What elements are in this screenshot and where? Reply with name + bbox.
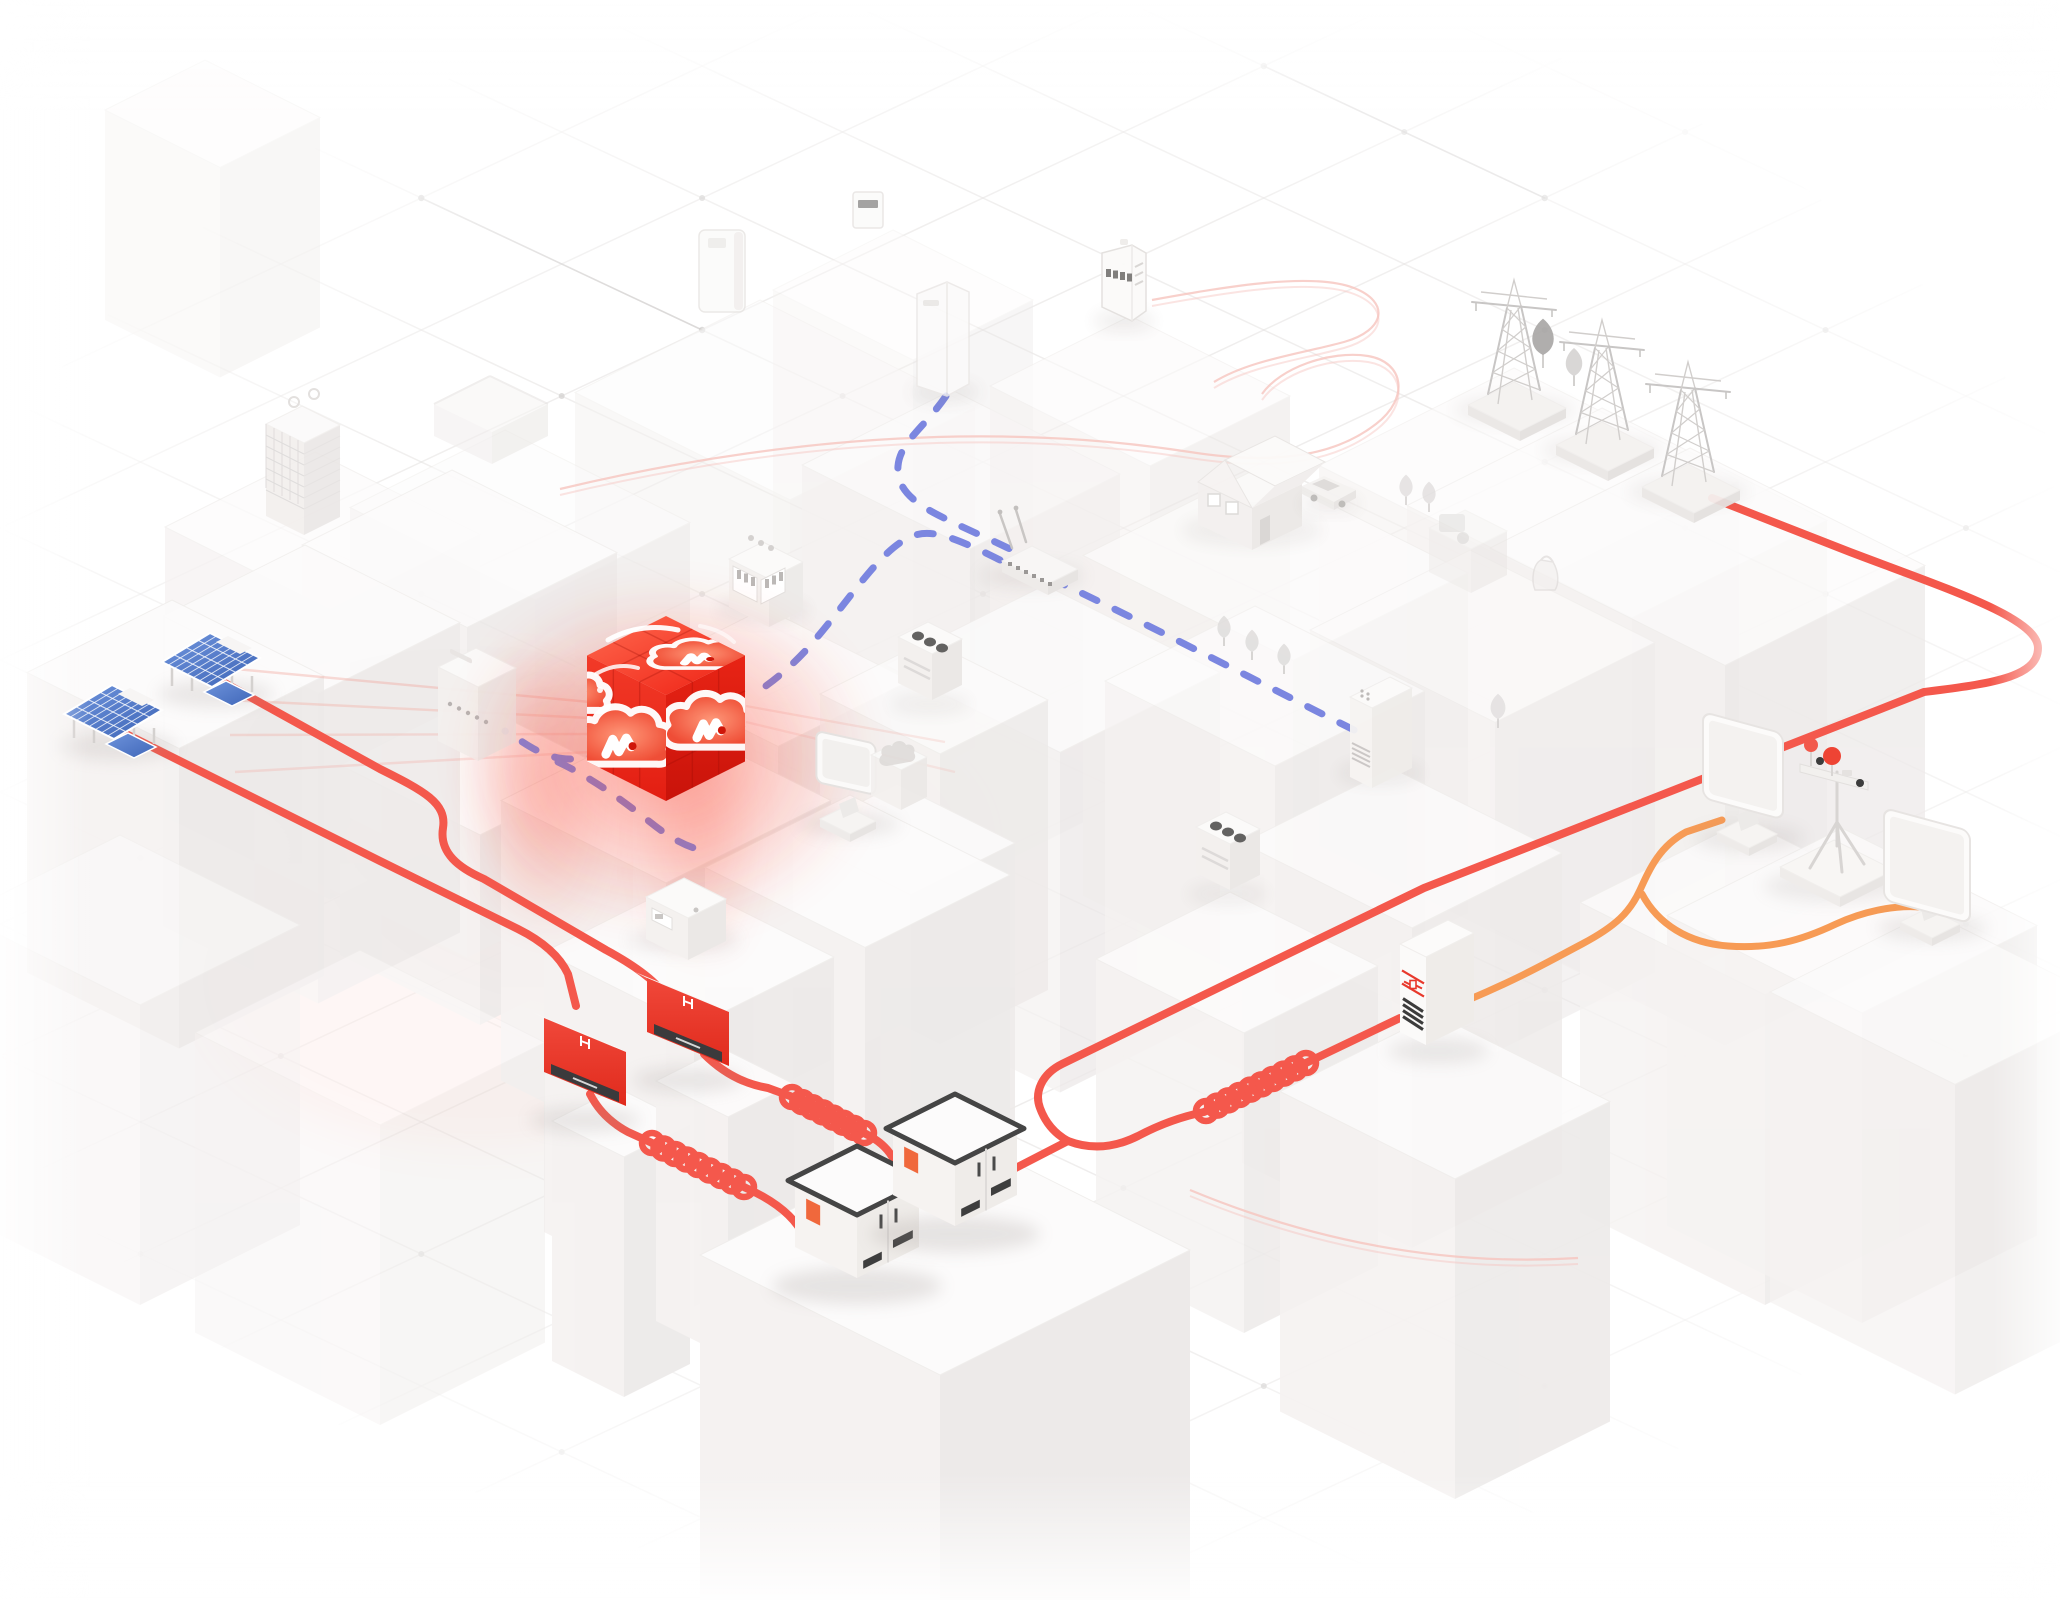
- devices: [60, 191, 1987, 1304]
- tree-light-5: [1399, 474, 1413, 505]
- house: [1182, 435, 1327, 550]
- red-line-junction-to-h-device: [1064, 1014, 1404, 1151]
- transmission-tower-1: [1454, 277, 1574, 441]
- battery-cabinet-2: [870, 1091, 1040, 1252]
- tree-light-4: [1277, 643, 1291, 674]
- boiler: [698, 229, 746, 313]
- tripod-balance: [1764, 738, 1904, 907]
- tree-light-2: [1217, 615, 1231, 646]
- transmission-tower-3: [1628, 359, 1748, 523]
- tree-light-1: [1565, 348, 1583, 386]
- office-building: [264, 388, 342, 535]
- inverter-2: [633, 972, 743, 1092]
- battery-cabinet-1: [772, 1143, 942, 1304]
- transmission-tower-2: [1542, 317, 1662, 481]
- orange-line-branch-to-monitor2: [1638, 890, 1924, 951]
- kettle: [1532, 555, 1559, 591]
- solar-array-2: [158, 631, 274, 708]
- dial-meter-2: [1188, 811, 1268, 904]
- dashed-line-router-to-battery-tower: [1046, 574, 1370, 740]
- car: [1300, 476, 1360, 512]
- mini-meter: [852, 191, 884, 229]
- orange-line-h-device-to-whiteboard: [1464, 816, 1726, 1004]
- red-line-inverter2-to-cabinet2: [700, 1050, 901, 1180]
- dashed-line-router-to-cube: [746, 529, 1004, 701]
- h-energy-device: [1388, 919, 1488, 1063]
- platform-bottom-left-2: [193, 949, 547, 1425]
- battery-tower: [1338, 676, 1422, 788]
- cloud-cube: [456, 581, 876, 931]
- safe-box: [629, 877, 739, 960]
- tree-dark-1: [1532, 318, 1554, 368]
- tree-light-6: [1422, 481, 1436, 512]
- inverter-1: [530, 1012, 640, 1132]
- red-line-solar1-to-inverter1: [106, 722, 580, 1010]
- side-monitor: [1877, 809, 1987, 946]
- wifi-router: [980, 505, 1084, 595]
- whiteboard-screen: [1694, 713, 1804, 856]
- power-line-meter-loop: [1151, 279, 1380, 383]
- barn: [433, 375, 549, 464]
- tree-light-7: [1490, 693, 1506, 728]
- power-line-bottom-right: [1189, 1188, 1579, 1261]
- cloud-box: [869, 740, 929, 810]
- machine: [1427, 509, 1509, 593]
- dial-meter-1: [890, 621, 970, 714]
- platform-h-device: [1278, 1013, 1612, 1499]
- heat-pump: [911, 281, 979, 402]
- desktop-monitor: [800, 731, 900, 842]
- dashed-line-heatpump-to-router: [894, 392, 1014, 553]
- tree-light-3: [1245, 629, 1259, 660]
- smart-meter: [1094, 239, 1154, 330]
